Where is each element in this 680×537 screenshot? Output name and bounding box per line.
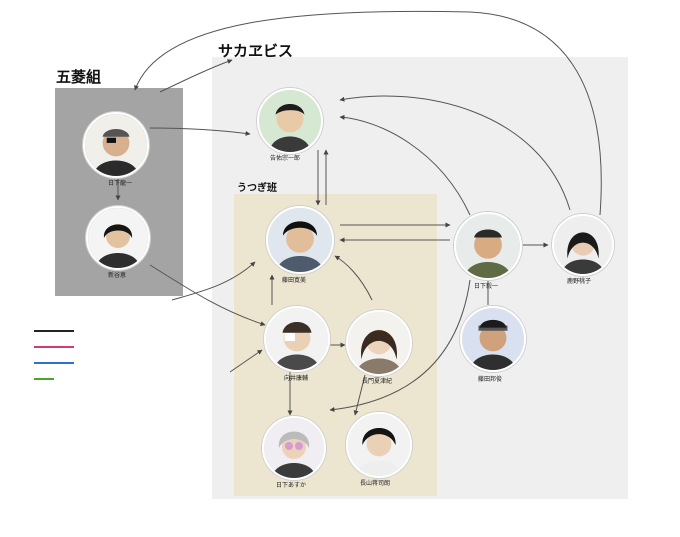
avatar-fujita-kan bbox=[266, 206, 334, 274]
name-shinya: 新谷恵 bbox=[108, 272, 127, 279]
arrow-kiichi-to-sagara bbox=[339, 114, 471, 216]
arrow-shinya-to-mukai bbox=[149, 264, 266, 326]
legend-age bbox=[34, 376, 54, 384]
goryo-group-title: 五菱組 bbox=[56, 68, 102, 86]
utsugi-group-title: うつぎ班 bbox=[237, 183, 277, 194]
arrow-top-arc bbox=[134, 10, 602, 216]
name-kusaka-ryuichi: 日下龍一 bbox=[108, 180, 133, 187]
avatar-fujita-hou bbox=[460, 306, 526, 372]
arrow-kusaka-to-sagara bbox=[149, 127, 251, 136]
arrow-shinya-to-fujita bbox=[171, 261, 256, 301]
name-kusaka-kiichi: 日下毅一 bbox=[474, 283, 499, 290]
name-mukai: 向井康輔 bbox=[284, 375, 309, 382]
avatar-sagara bbox=[257, 88, 323, 154]
avatar-kusaka-kiichi bbox=[454, 212, 522, 280]
name-nagato: 長門夏津紀 bbox=[362, 378, 393, 385]
avatar-kusaka-asuka bbox=[262, 416, 326, 480]
avatar-mukai bbox=[264, 306, 330, 372]
arrow-kano-to-sagara bbox=[339, 95, 571, 211]
arrow-nagato-to-fujita bbox=[334, 255, 373, 301]
avatar-nagato bbox=[346, 310, 412, 376]
legend-relation bbox=[34, 328, 74, 336]
name-fujita-kan: 藤田寛美 bbox=[282, 277, 307, 284]
sakae-group-title: サカヱビス bbox=[218, 42, 294, 60]
arrow-ext-to-mukai bbox=[229, 349, 263, 373]
arrow-goryo-to-sakae bbox=[159, 59, 233, 93]
avatar-kusaka-ryuichi bbox=[83, 112, 149, 178]
name-kano: 鹿野桃子 bbox=[567, 278, 592, 285]
name-kusaka-asuka: 日下あすか bbox=[276, 482, 307, 489]
avatar-kano bbox=[552, 214, 614, 276]
name-sagara: 告佑宗一郎 bbox=[270, 155, 301, 162]
legend-position bbox=[34, 360, 74, 368]
avatar-nagayama bbox=[346, 412, 412, 478]
name-nagayama: 長山蒋司朗 bbox=[360, 480, 391, 487]
avatar-shinya bbox=[86, 206, 150, 270]
name-fujita-hou: 藤田邦俊 bbox=[478, 376, 503, 383]
arrow-nagato-to-nagayama bbox=[353, 374, 366, 416]
arrow-kiichi-to-asuka bbox=[329, 279, 471, 412]
legend-feeling bbox=[34, 344, 74, 352]
